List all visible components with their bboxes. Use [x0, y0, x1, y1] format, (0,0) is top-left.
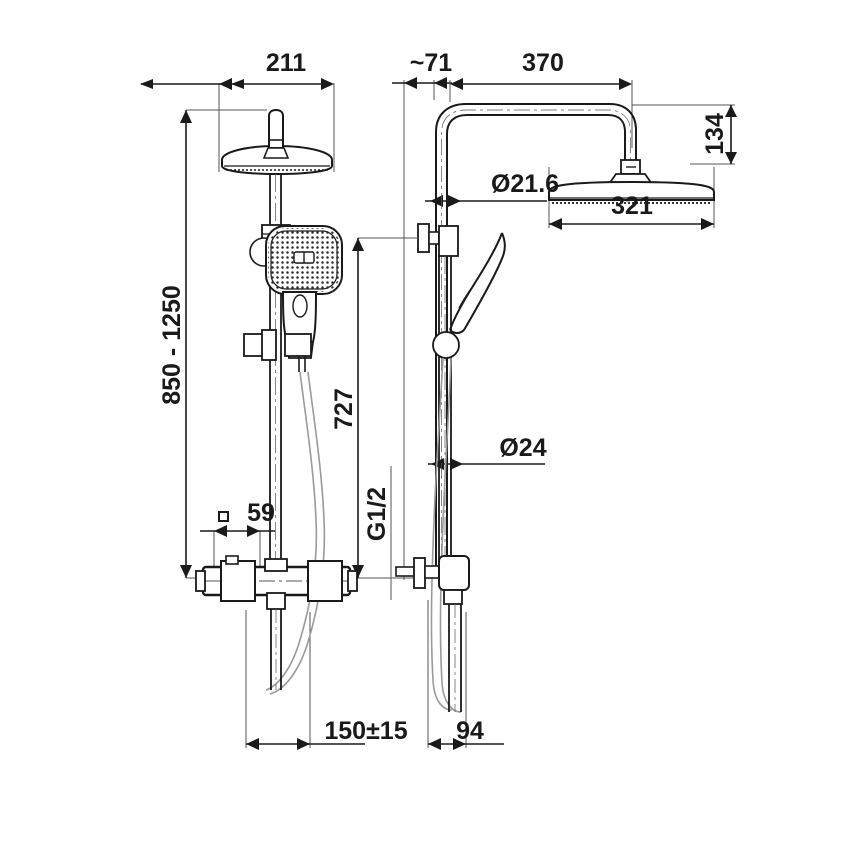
hand-shower — [265, 225, 343, 359]
holder-bracket — [243, 329, 312, 372]
dim-label-riser-range: 850 - 1250 — [158, 285, 186, 405]
dim-label-side-projection: 94 — [456, 717, 484, 745]
dim-59 — [200, 511, 275, 572]
dim-label-arm-reach: 370 — [522, 49, 564, 77]
rain-shower-head — [221, 108, 333, 176]
dim-150 — [245, 610, 365, 750]
dim-label-mixer-square: 59 — [247, 499, 275, 527]
thermostatic-mixer-bar — [195, 555, 358, 690]
dim-label-wall-offset: ~71 — [410, 49, 453, 77]
dim-label-bracket-height: 727 — [330, 388, 358, 430]
thermostatic-mixer-side — [395, 555, 470, 712]
rain-shower-head-side — [548, 159, 715, 204]
dimension-labels: 211 850 - 1250 59 150±15 ~71 370 134 321… — [158, 49, 729, 745]
dim-850-1250 — [180, 109, 267, 579]
dim-94 — [427, 600, 504, 750]
dim-label-projection: 150±15 — [324, 717, 407, 745]
side-elevation-view — [395, 103, 715, 713]
hand-shower-side — [432, 232, 506, 359]
dim-label-overhead-width: 211 — [266, 49, 306, 77]
wall-bracket-upper — [406, 223, 459, 257]
dim-label-riser-dia: Ø21.6 — [491, 170, 559, 198]
dim-label-thread-size: G1/2 — [363, 487, 391, 541]
shower-arm — [435, 103, 637, 578]
dim-370 — [449, 78, 633, 148]
dim-71 — [392, 77, 452, 580]
front-elevation-view — [195, 108, 358, 695]
riser-rail-side — [438, 256, 452, 560]
dim-label-handshower-dia: Ø24 — [499, 434, 546, 462]
dim-211 — [140, 78, 335, 172]
dim-134 — [632, 104, 737, 165]
flexible-hose — [265, 371, 326, 695]
dim-label-head-depth: 321 — [611, 192, 653, 220]
dim-label-head-thickness: 134 — [701, 113, 729, 155]
